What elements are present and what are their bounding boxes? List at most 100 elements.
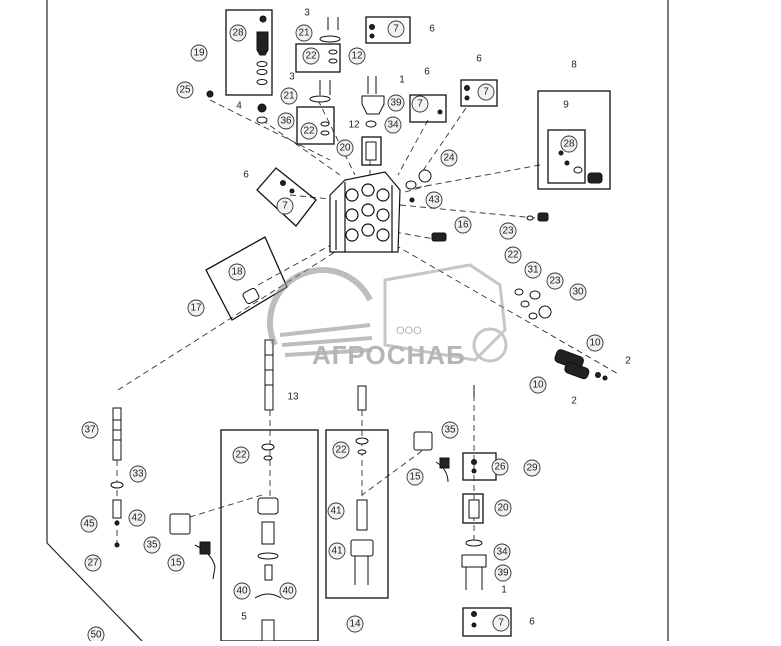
callout-number: 1 xyxy=(501,585,507,596)
callout-circle xyxy=(302,47,320,65)
callout-number: 42 xyxy=(131,513,143,524)
callout-1: 1 xyxy=(399,75,405,86)
callout-number: 2 xyxy=(625,356,631,367)
callout-29: 29 xyxy=(523,459,541,477)
callout-number: 28 xyxy=(232,28,244,39)
kit-box-6b xyxy=(409,94,447,123)
callout-circle xyxy=(387,94,405,112)
kit-box-6a xyxy=(365,16,411,44)
callout-circle xyxy=(492,614,510,632)
callout-circle xyxy=(529,376,547,394)
callout-17: 17 xyxy=(187,299,205,317)
callout-number: 21 xyxy=(283,91,295,102)
callout-number: 6 xyxy=(476,54,482,65)
callout-39: 39 xyxy=(494,564,512,582)
callout-circle xyxy=(346,615,364,633)
callout-circle xyxy=(84,554,102,572)
callout-22: 22 xyxy=(300,122,318,140)
callout-number: 17 xyxy=(190,303,202,314)
watermark-company-name: АГРОСНАБ xyxy=(312,340,466,370)
callout-circle xyxy=(546,272,564,290)
callout-6: 6 xyxy=(476,54,482,65)
callout-43: 43 xyxy=(425,191,443,209)
callout-16: 16 xyxy=(454,216,472,234)
callout-number: 6 xyxy=(529,617,535,628)
callout-number: 23 xyxy=(549,276,561,287)
callout-number: 10 xyxy=(532,380,544,391)
callout-2: 2 xyxy=(625,356,631,367)
callout-number: 33 xyxy=(132,469,144,480)
callout-number: 30 xyxy=(572,287,584,298)
callout-circle xyxy=(440,149,458,167)
callout-number: 14 xyxy=(349,619,361,630)
callout-circle xyxy=(232,446,250,464)
callout-9: 9 xyxy=(563,100,569,111)
callout-number: 22 xyxy=(235,450,247,461)
control-valve-block xyxy=(329,171,401,253)
callout-number: 34 xyxy=(496,547,508,558)
callout-40: 40 xyxy=(279,582,297,600)
callout-circle xyxy=(586,334,604,352)
callout-number: 22 xyxy=(335,445,347,456)
callout-number: 8 xyxy=(571,60,577,71)
callout-15: 15 xyxy=(406,468,424,486)
callout-23: 23 xyxy=(499,222,517,240)
callout-number: 15 xyxy=(409,472,421,483)
callout-number: 25 xyxy=(179,85,191,96)
callout-circle xyxy=(406,468,424,486)
kit-box-9 xyxy=(547,129,586,184)
callout-circle xyxy=(504,246,522,264)
callout-number: 23 xyxy=(502,226,514,237)
callout-number: 18 xyxy=(231,267,243,278)
callout-circle xyxy=(295,24,313,42)
callout-8: 8 xyxy=(571,60,577,71)
callout-circle xyxy=(524,261,542,279)
callout-40: 40 xyxy=(233,582,251,600)
callout-number: 6 xyxy=(243,170,249,181)
callout-6: 6 xyxy=(529,617,535,628)
callout-circle xyxy=(187,299,205,317)
callout-circle xyxy=(277,112,295,130)
kit-box-19 xyxy=(225,9,273,96)
callout-circle xyxy=(384,116,402,134)
callout-circle xyxy=(229,24,247,42)
callout-1: 1 xyxy=(501,585,507,596)
callout-10: 10 xyxy=(586,334,604,352)
kit-box-12a xyxy=(295,43,341,73)
kit-box-8 xyxy=(537,90,611,190)
callout-number: 2 xyxy=(571,396,577,407)
callout-21: 21 xyxy=(295,24,313,42)
callout-number: 9 xyxy=(563,100,569,111)
callout-number: 7 xyxy=(483,87,489,98)
callout-number: 16 xyxy=(457,220,469,231)
callout-36: 36 xyxy=(277,112,295,130)
callout-number: 37 xyxy=(84,425,96,436)
callout-circle xyxy=(494,499,512,517)
callout-23: 23 xyxy=(546,272,564,290)
callout-circle xyxy=(499,222,517,240)
kit-box-26 xyxy=(462,452,497,481)
kit-box-12b xyxy=(296,106,335,145)
callout-20: 20 xyxy=(494,499,512,517)
callout-25: 25 xyxy=(176,81,194,99)
callout-7: 7 xyxy=(411,95,429,113)
kit-box-14 xyxy=(325,429,389,599)
callout-number: 22 xyxy=(303,126,315,137)
callout-30: 30 xyxy=(569,283,587,301)
callout-41: 41 xyxy=(327,502,345,520)
callout-number: 10 xyxy=(589,338,601,349)
callout-circle xyxy=(328,542,346,560)
callout-19: 19 xyxy=(190,44,208,62)
callout-number: 36 xyxy=(280,116,292,127)
callout-circle xyxy=(167,554,185,572)
callout-number: 43 xyxy=(428,195,440,206)
callout-number: 34 xyxy=(387,120,399,131)
callout-3: 3 xyxy=(304,8,310,19)
callout-number: 41 xyxy=(331,546,343,557)
callout-number: 28 xyxy=(563,139,575,150)
callout-circle xyxy=(491,458,509,476)
callout-number: 7 xyxy=(498,618,504,629)
watermark-company-type: ООО xyxy=(396,325,422,337)
callout-22: 22 xyxy=(504,246,522,264)
callout-number: 13 xyxy=(287,392,299,403)
